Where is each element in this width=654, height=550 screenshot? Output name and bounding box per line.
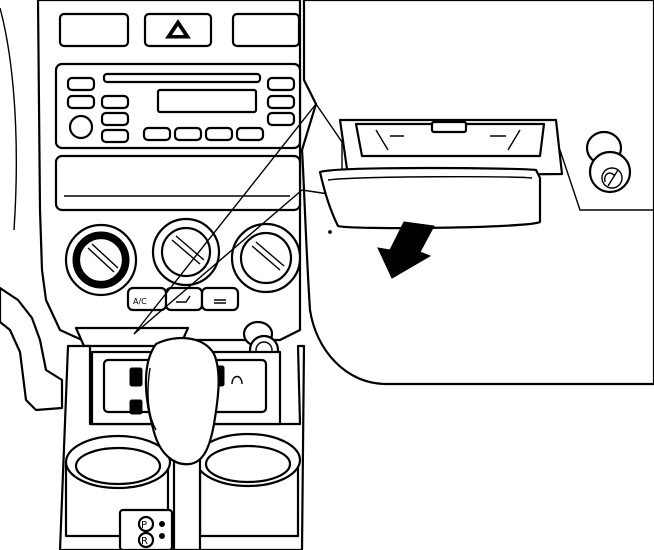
radio-button [66, 76, 96, 92]
radio-button [266, 111, 296, 127]
reference-dot [328, 230, 332, 234]
radio-button [66, 94, 96, 110]
radio-preset-button [142, 126, 172, 142]
callout-line [133, 103, 317, 335]
radio-button [100, 111, 130, 127]
radio-unit [54, 62, 302, 150]
radio-display [156, 88, 258, 114]
radio-knob [68, 114, 94, 140]
cd-slot [102, 72, 262, 84]
shifter-button [147, 367, 157, 431]
radio-button [266, 94, 296, 110]
console-switch [129, 399, 143, 415]
ashtray-drawer [318, 166, 542, 230]
radio-preset-button [173, 126, 203, 142]
hvac-knobs [64, 217, 302, 297]
ashtray-housing [338, 118, 564, 178]
top-left-button [58, 12, 130, 48]
detail-panel-edge [559, 149, 654, 211]
top-button-row [58, 12, 301, 48]
lighter-icon [585, 130, 632, 194]
radio-button [266, 76, 296, 92]
top-right-button [231, 12, 301, 48]
console-switch [129, 367, 143, 387]
callout-line [133, 189, 303, 335]
gear-label-reverse: R [141, 536, 148, 547]
rear-defrost-button [200, 286, 240, 312]
gear-label-park: P [141, 520, 147, 531]
storage-cubby [54, 154, 302, 212]
radio-preset-button [204, 126, 234, 142]
left-door-panel [0, 286, 64, 412]
radio-preset-button [235, 126, 265, 142]
ashtray-drawer-lip [327, 175, 533, 181]
ac-label: A/C [133, 297, 147, 306]
radio-button [100, 128, 130, 144]
left-panel-edge [0, 7, 18, 231]
down-arrow-icon [377, 221, 435, 279]
radio-button [100, 94, 130, 110]
gear-indicator: P R [118, 508, 174, 550]
